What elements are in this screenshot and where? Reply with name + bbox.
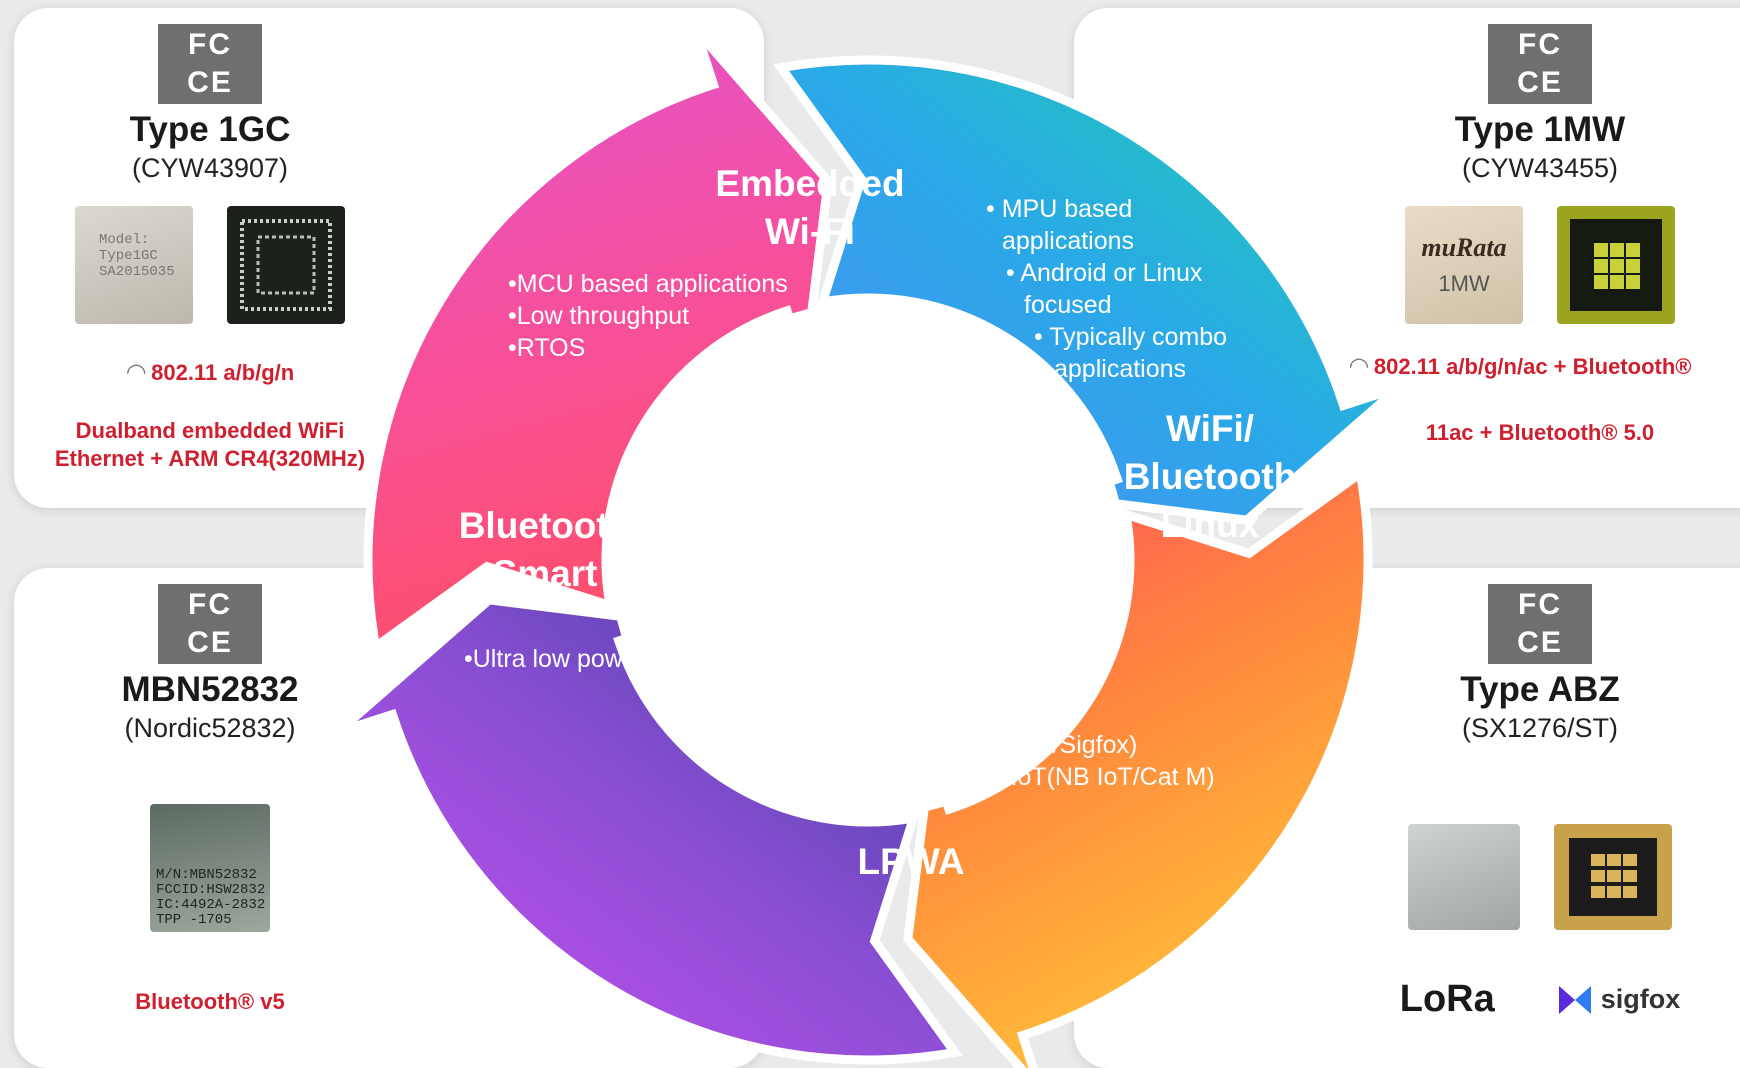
chip-bottom-image [1557, 206, 1675, 324]
segment-lpwa [334, 595, 963, 1065]
chip-text-line: FCCID:HSW2832 [156, 882, 266, 898]
segment-bullets-bluetooth-smart: •Ultra low power [464, 645, 646, 673]
chip-text-line: TPP -1705 [156, 912, 232, 928]
segment-wifi-bluetooth-linux [903, 465, 1373, 1068]
segment-bullets-linux: • MPU based applications • Android or Li… [986, 195, 1228, 383]
module-feature: 802.11 a/b/g/n/ac + Bluetooth® [1373, 354, 1692, 379]
wifi-signal-icon: ◠ [125, 359, 147, 386]
segment-bullets-lpwa: •LPWA (Lora/Sigfox)•Cellular IoT(NB IoT/… [910, 731, 1215, 791]
segment-title-lpwa: LPWA [857, 841, 965, 882]
module-title: Type 1MW [1454, 110, 1626, 149]
chip-image: M/N:MBN52832 FCCID:HSW2832 IC:4492A-2832… [150, 804, 270, 932]
chip-text-line: Model: [99, 232, 150, 248]
module-type-abz: FC CE Type ABZ (SX1276/ST) LoRa sigfox [1330, 584, 1740, 1021]
chip-top-image [1408, 824, 1520, 930]
chip-label: 1MW [1438, 271, 1490, 296]
wifi-signal-icon: ◠ [1348, 353, 1370, 380]
chip-text-line: SA2015035 [99, 264, 175, 280]
chip-top-image: Model: Type1GC SA2015035 [75, 206, 193, 324]
module-subtitle: (Nordic52832) [124, 713, 296, 743]
module-subtitle: (CYW43455) [1461, 153, 1619, 183]
module-note: Dualband embedded WiFi [75, 418, 345, 443]
module-note: Bluetooth® v5 [135, 989, 285, 1014]
chip-bottom-image [227, 206, 345, 324]
module-mbn52832: FC CE MBN52832 (Nordic52832) M/N:MBN5283… [0, 584, 420, 1016]
sigfox-icon [1558, 985, 1591, 1014]
module-subtitle: (SX1276/ST) [1461, 713, 1619, 743]
module-note: Ethernet + ARM CR4(320MHz) [54, 446, 366, 471]
module-title: Type 1GC [129, 110, 291, 149]
module-note: 11ac + Bluetooth® 5.0 [1425, 420, 1655, 445]
module-title: Type ABZ [1460, 670, 1620, 709]
chip-text-line: M/N:MBN52832 [156, 867, 257, 883]
module-type-1gc: FC CE Type 1GC (CYW43907) Model: Type1GC… [0, 24, 420, 473]
fcc-ce-mark-icon: FC CE [158, 584, 262, 664]
chip-top-image: muRata 1MW [1405, 206, 1523, 324]
chip-text-line: Type1GC [99, 248, 158, 264]
sigfox-logo: sigfox [1555, 980, 1680, 1020]
module-feature: 802.11 a/b/g/n [151, 360, 295, 385]
segment-bluetooth-smart [363, 26, 833, 655]
chip-bottom-image [1554, 824, 1672, 930]
segment-embedded-wifi [773, 55, 1402, 525]
fcc-ce-mark-icon: FC CE [1488, 24, 1592, 104]
lora-logo: LoRa [1399, 978, 1495, 1020]
fcc-ce-mark-icon: FC CE [158, 24, 262, 104]
segment-bullets-embedded-wifi: •MCU based applications•Low throughput•R… [508, 270, 788, 362]
fcc-ce-mark-icon: FC CE [1488, 584, 1592, 664]
module-subtitle: (CYW43907) [131, 153, 289, 183]
module-title: MBN52832 [121, 670, 299, 709]
murata-logo: muRata [1421, 233, 1507, 262]
module-type-1mw: FC CE Type 1MW (CYW43455) muRata 1MW ◠ 8… [1330, 24, 1740, 447]
chip-text-line: IC:4492A-2832 [156, 897, 266, 913]
ring-center [610, 302, 1126, 818]
